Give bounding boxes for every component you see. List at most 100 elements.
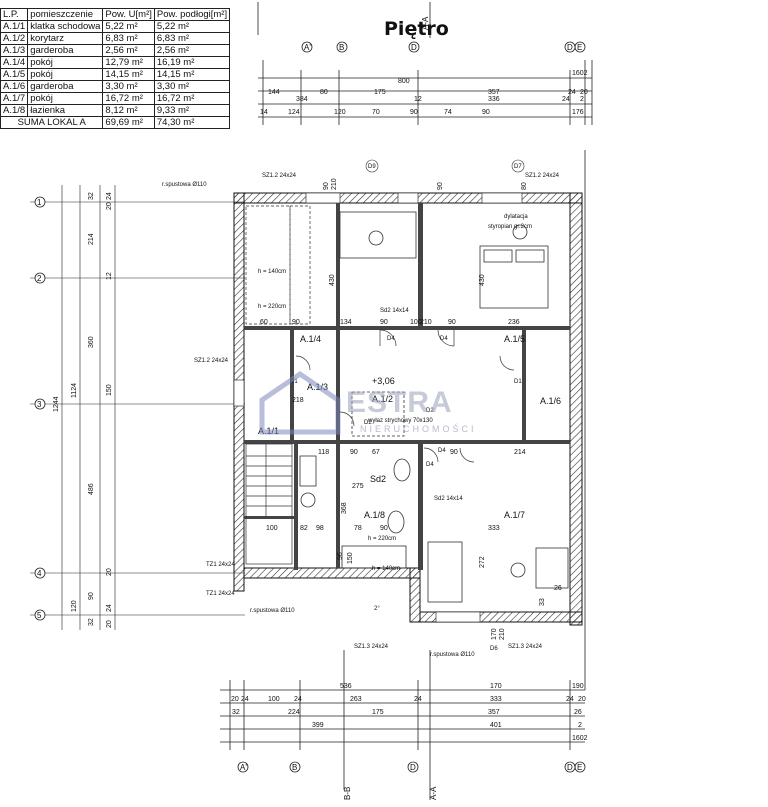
dim-value: 90 [292,319,300,326]
axis-label: 1 [37,198,42,207]
annotation: SZ1.2 24x24 [525,173,560,179]
dim-value: 82 [300,525,308,532]
walls [233,192,583,626]
dim-value: 24 [568,89,576,96]
dim-value: 175 [374,89,386,96]
dim-value: 800 [398,78,410,85]
sum-label: SUMA LOKAL A [0,116,104,129]
dim-value: 67 [372,449,380,456]
dim-value: 90 [380,319,388,326]
dim-value: 33 [539,598,546,606]
section-mark: A-A [421,16,430,30]
door-label: D7 [514,164,522,170]
dim-value: 90 [380,525,388,532]
annotations: r.spustowa Ø110 SZ1.2 24x24 SZ1.2 24x24 … [162,173,560,658]
door-label: D2 [426,408,434,414]
dim-value: 26 [554,585,562,592]
room-label: A.1/7 [504,510,525,520]
dim-value: 176 [572,109,584,116]
annotation: TZ1 24x24 [206,591,235,597]
dim-value: 24 [562,96,570,103]
axis-label: D [410,763,416,772]
bottom-axis-markers: A' B D D E B-B A-A [237,761,586,800]
door-label: D1 [290,379,298,385]
dim-value: 1602 [572,70,588,77]
dim-value: 24 [566,696,574,703]
dim-value: 90 [448,319,456,326]
dim-value: 80 [320,89,328,96]
dim-value: 24 [414,696,422,703]
dim-value: 218 [292,397,304,404]
axis-label: E [577,763,582,772]
washbasin [299,455,317,487]
toilet [393,458,411,482]
door-label: D4 [426,462,434,468]
dim-value: 100 [410,319,422,326]
axis-label: A' [304,43,311,52]
watermark-sub: NIERUCHOMOŚCI [360,423,477,434]
axis-label: 2 [37,274,42,283]
sum-value: 74,30 m² [153,116,231,129]
dim-value: 214 [514,449,526,456]
page-title: Piętro [384,18,449,40]
door-label: D4 [440,336,448,342]
dim-value: 210 [331,178,338,190]
annotation: SZ1.2 24x24 [262,173,297,179]
dim-value: 1244 [53,396,60,412]
desk [339,211,417,259]
dim-value: 32 [88,192,95,200]
top-dimension-values: 800 1602 144 80 175 357 24 20 384 12 336… [260,70,588,116]
room-label: A.1/2 [372,394,393,404]
sum-value: 69,69 m² [102,116,155,129]
dim-value: 20 [106,620,113,628]
annotation: styropian gr.2cm [488,224,532,230]
axis-label: 4 [37,569,42,578]
door-label: D2 [364,420,372,426]
axis-label: B [339,43,344,52]
dim-value: 399 [312,722,324,729]
dim-value: 170 [490,683,502,690]
watermark-brand: ESTRA [346,386,453,419]
dim-value: 333 [488,525,500,532]
table-cell: 14,15 m² [153,68,231,81]
dim-value: 2 [580,96,584,103]
dim-value: 150 [347,552,354,564]
annotation: r.spustowa Ø110 [430,652,475,658]
bathtub [341,545,407,569]
axis-label: 3 [37,400,42,409]
door-label: D4 [438,448,446,454]
doors [295,329,515,463]
top-axis-markers: A' B D D E A-A [301,16,586,53]
section-mark: A-A [429,786,438,800]
dim-value: 96 [337,552,344,560]
dim-value: 401 [490,722,502,729]
dim-value: 357 [488,709,500,716]
axis-label: D [567,763,573,772]
left-grid-lines [30,185,245,630]
inner-dimension-values: 60 90 134 90 100 210 90 236 218 118 90 6… [260,178,562,640]
dim-value: 2 [578,722,582,729]
annotation: h = 220cm [368,536,396,542]
door-label: D6 [490,646,498,652]
bottom-dimension-lines [220,650,585,800]
dim-value: 272 [479,556,486,568]
dim-value: 486 [88,483,95,495]
dim-value: 20 [578,696,586,703]
dim-value: 236 [508,319,520,326]
dim-value: 263 [350,696,362,703]
room-label: A.1/5 [504,334,525,344]
annotation: r.spustowa Ø110 [162,182,207,188]
dim-value: 357 [488,89,500,96]
attic-hatch [351,391,405,437]
dim-value: 90 [450,449,458,456]
dim-value: 100 [266,525,278,532]
annotation: TZ1 24x24 [206,562,235,568]
room-label: A.1/4 [300,334,321,344]
dim-value: 150 [106,384,113,396]
left-axis-markers: 1 2 3 4 5 [34,196,46,621]
